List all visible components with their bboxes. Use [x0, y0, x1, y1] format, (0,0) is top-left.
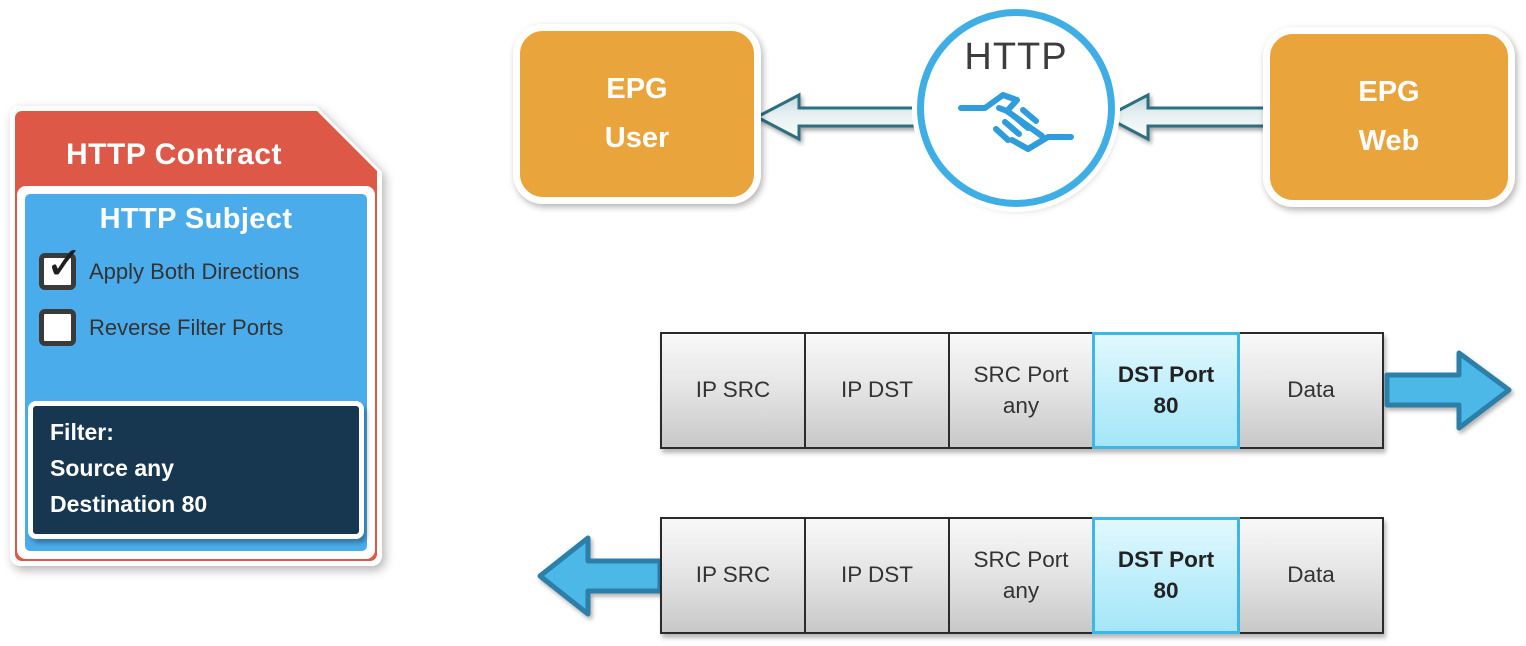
packet-field-ip-src: IP SRC: [660, 332, 806, 449]
packet-field-src-port: SRC Port any: [948, 332, 1094, 449]
epg-web-line1: EPG: [1358, 75, 1420, 108]
arrow-left-icon: [1102, 92, 1273, 142]
arrow-left-icon: [537, 535, 663, 617]
packet-field-dst-port: DST Port 80: [1092, 517, 1240, 634]
filter-destination: Destination 80: [50, 490, 208, 517]
reverse-filter-ports-checkbox: [39, 309, 76, 346]
epg-web-box: EPG Web: [1263, 27, 1515, 207]
packet-field-ip-src: IP SRC: [660, 517, 806, 634]
http-contract-node: HTTP: [917, 9, 1115, 207]
epg-user-line2: User: [604, 122, 670, 154]
packet-field-ip-dst: IP DST: [804, 332, 950, 449]
apply-both-directions-row: ✓ Apply Both Directions: [39, 240, 367, 290]
filter-heading: Filter:: [50, 418, 114, 445]
contract-body-panel: HTTP Subject ✓ Apply Both Directions Rev…: [17, 186, 375, 559]
packet-field-data: Data: [1238, 517, 1384, 634]
filter-source: Source any: [50, 454, 174, 481]
contract-node-label: HTTP: [964, 36, 1068, 78]
filter-box: Filter: Source any Destination 80: [28, 400, 364, 539]
apply-both-directions-label: Apply Both Directions: [89, 258, 300, 284]
response-packet-row: IP SRC IP DST SRC Port any DST Port 80 D…: [660, 517, 1384, 634]
arrow-right-icon: [1384, 350, 1512, 431]
packet-field-dst-port: DST Port 80: [1092, 332, 1240, 449]
http-subject-box: HTTP Subject ✓ Apply Both Directions Rev…: [25, 194, 367, 551]
packet-field-data: Data: [1238, 332, 1384, 449]
checkmark-icon: ✓: [45, 237, 84, 289]
request-packet-row: IP SRC IP DST SRC Port any DST Port 80 D…: [660, 332, 1384, 449]
arrow-left-icon: [753, 92, 922, 142]
reverse-filter-ports-label: Reverse Filter Ports: [89, 314, 284, 340]
epg-user-box: EPG User: [513, 24, 761, 204]
handshake-icon: [958, 92, 1074, 152]
epg-web-line2: Web: [1358, 125, 1420, 157]
packet-field-src-port: SRC Port any: [948, 517, 1094, 634]
epg-user-line1: EPG: [606, 72, 668, 105]
packet-field-ip-dst: IP DST: [804, 517, 950, 634]
contract-title: HTTP Contract: [66, 138, 282, 171]
reverse-filter-ports-row: Reverse Filter Ports: [39, 309, 367, 346]
subject-title: HTTP Subject: [99, 203, 293, 235]
apply-both-directions-checkbox: ✓: [39, 240, 84, 290]
http-contract-card: HTTP Contract HTTP Subject ✓ Apply Both …: [10, 106, 382, 566]
